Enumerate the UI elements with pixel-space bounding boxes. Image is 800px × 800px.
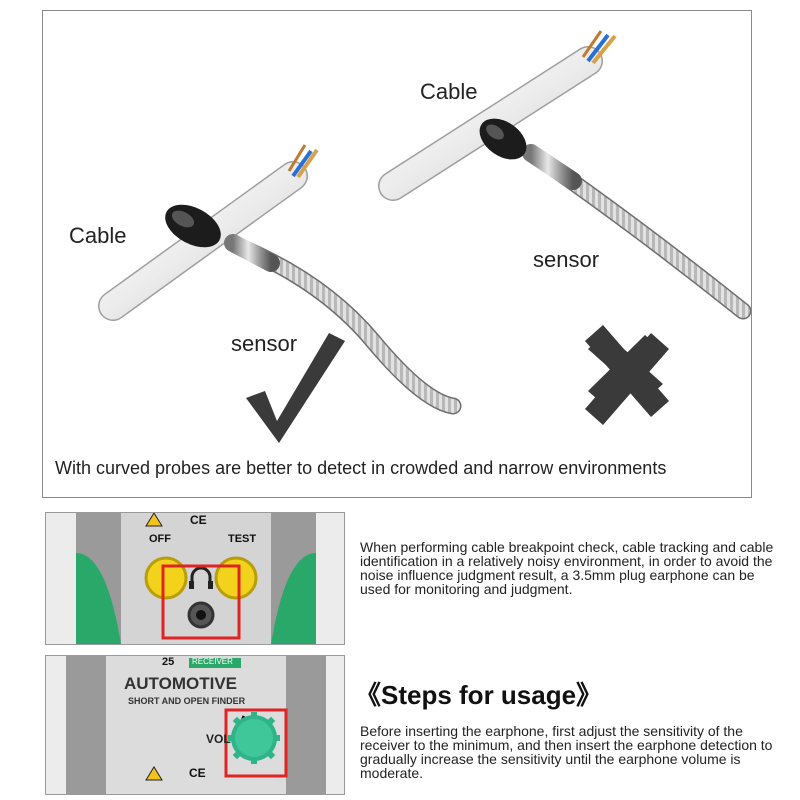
probe-illustration-graphic <box>98 30 751 443</box>
ce-mark-bottom: CE <box>189 766 206 780</box>
device-title: AUTOMOTIVE <box>124 674 238 693</box>
device-subtitle: SHORT AND OPEN FINDER <box>128 696 246 706</box>
model-number: 25 <box>162 656 175 668</box>
off-button-label: OFF <box>149 533 171 545</box>
volume-label: VOL <box>206 732 231 746</box>
test-button-label: TEST <box>228 533 257 545</box>
steps-heading: 《Steps for usage》 <box>355 680 603 710</box>
earphone-jack-photo: OFF TEST CE <box>45 512 345 645</box>
check-mark-icon <box>246 333 345 443</box>
knob-gear <box>228 712 280 764</box>
receiver-top-graphic <box>46 513 344 644</box>
right-sensor-label: sensor <box>533 247 600 272</box>
earphone-monitoring-description: When performing cable breakpoint check, … <box>360 539 774 597</box>
cross-mark-icon <box>585 325 669 425</box>
steps-description: Before inserting the earphone, first adj… <box>360 723 773 781</box>
illustration-caption: With curved probes are better to detect … <box>55 458 667 478</box>
sensitivity-knob-photo: 25 RECEIVER AUTOMOTIVE SHORT AND OPEN FI… <box>45 655 345 795</box>
left-cable-label: Cable <box>69 223 127 248</box>
left-curved-sensor <box>165 204 462 415</box>
receiver-front-graphic <box>46 656 344 794</box>
receiver-badge: RECEIVER <box>192 657 233 666</box>
ce-mark: CE <box>190 513 207 527</box>
right-cable-label: Cable <box>420 79 478 104</box>
right-cable <box>378 30 617 201</box>
right-straight-sensor <box>479 118 751 320</box>
left-sensor-label: sensor <box>231 331 298 356</box>
probe-comparison-illustration: Cable Cable sensor sensor With curved pr… <box>42 10 752 498</box>
